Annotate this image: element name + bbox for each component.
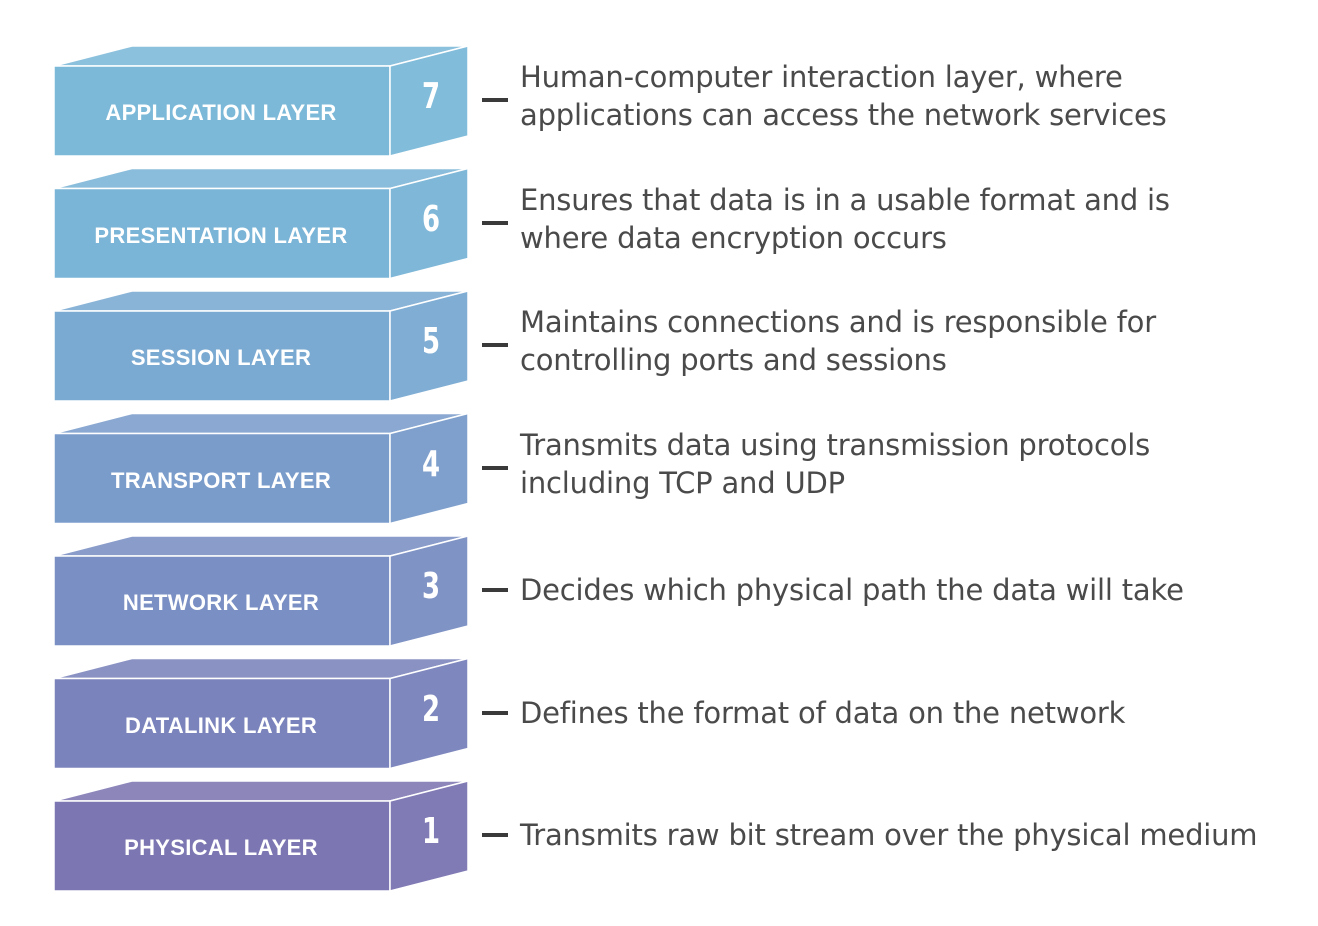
layer-name: DATALINK LAYER [124, 712, 318, 738]
layer-number: 1 [421, 811, 441, 852]
layer-name: SESSION LAYER [130, 345, 312, 370]
layer-name: TRANSPORT LAYER [110, 467, 332, 493]
layer-description: Decides which physical path the data wil… [520, 571, 1300, 609]
layer-number: 4 [421, 443, 441, 485]
description-line: Ensures that data is in a usable format … [520, 182, 1170, 217]
connector-dash [482, 833, 508, 837]
layer-description: Human-computer interaction layer, where a… [520, 58, 1300, 134]
layer-block [53, 412, 469, 525]
layer-number: 2 [421, 688, 441, 730]
layer-block [53, 167, 469, 280]
layer-side-face [389, 290, 469, 402]
layer-number: 5 [421, 321, 441, 362]
description-line: Transmits data using transmission protoc… [520, 427, 1151, 462]
layer-number: 6 [421, 198, 441, 240]
connector-dash [482, 465, 508, 470]
layer-name: PHYSICAL LAYER [124, 835, 318, 860]
layer-number: 7 [421, 76, 441, 117]
layer-side-face [389, 657, 469, 770]
layer-side-face [389, 45, 469, 157]
description-line: controlling ports and sessions [520, 343, 947, 377]
layer-block [53, 45, 469, 157]
description-line: Maintains connections and is responsible… [520, 305, 1156, 339]
layer-side-face [389, 412, 469, 525]
layer-block [53, 290, 469, 402]
layer-block [53, 535, 469, 647]
connector-dash [482, 710, 508, 715]
connector-dash [482, 220, 508, 225]
layer-side-face [389, 780, 469, 892]
description-line: including TCP and UDP [520, 465, 845, 500]
layer-block [53, 657, 469, 770]
layer-side-face [389, 535, 469, 647]
description-line: where data encryption occurs [520, 220, 947, 255]
layer-description: Transmits data using transmission protoc… [520, 426, 1300, 502]
layer-name: NETWORK LAYER [122, 590, 320, 615]
connector-dash [482, 588, 508, 592]
layer-side-face [389, 167, 469, 280]
layer-name: PRESENTATION LAYER [94, 222, 348, 248]
description-line: Decides which physical path the data wil… [520, 573, 1184, 607]
layer-description: Defines the format of data on the networ… [520, 694, 1300, 732]
description-line: Defines the format of data on the networ… [520, 695, 1126, 730]
layer-description: Transmits raw bit stream over the physic… [520, 816, 1300, 854]
description-line: Transmits raw bit stream over the physic… [520, 818, 1258, 852]
layer-description: Maintains connections and is responsible… [520, 303, 1300, 379]
description-line: applications can access the network serv… [520, 98, 1167, 132]
layer-number: 3 [421, 566, 441, 607]
description-line: Human-computer interaction layer, where [520, 60, 1123, 94]
layer-block [53, 780, 469, 892]
layer-description: Ensures that data is in a usable format … [520, 181, 1300, 257]
connector-dash [482, 343, 508, 347]
connector-dash [482, 98, 508, 102]
layer-name: APPLICATION LAYER [105, 100, 337, 125]
